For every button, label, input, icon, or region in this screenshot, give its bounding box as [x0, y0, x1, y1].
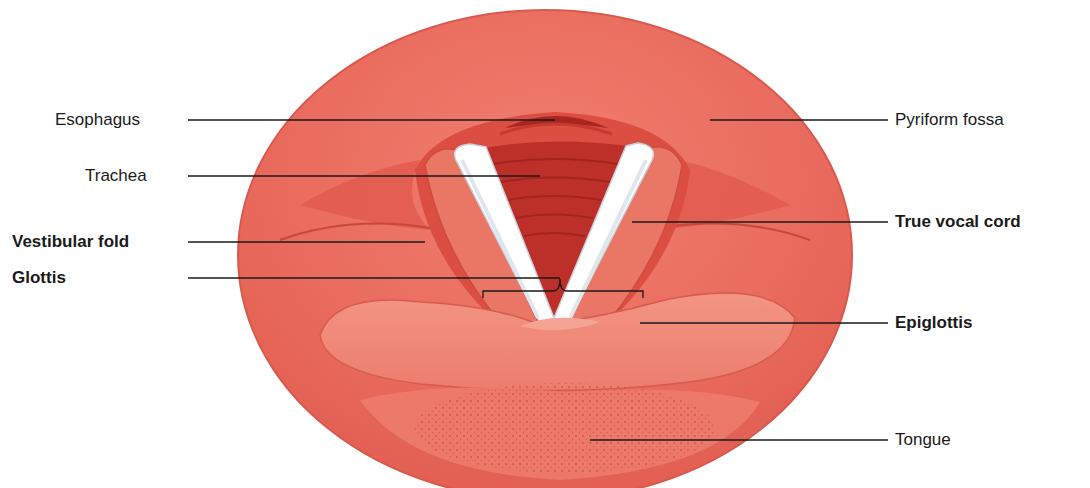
leader-line — [188, 175, 540, 176]
leader-line — [188, 277, 560, 278]
tracheal-ring — [516, 215, 593, 219]
epiglottis-tip — [520, 318, 600, 330]
tracheal-ring — [500, 178, 610, 183]
part-label: Glottis — [12, 267, 66, 289]
glottis-bracket — [483, 279, 643, 298]
vocal-cord-shade — [570, 160, 646, 318]
leader-line — [188, 119, 555, 120]
vocal-cord-shape — [455, 144, 554, 323]
leader-line — [710, 119, 888, 120]
esophagus-rim — [500, 124, 612, 134]
esophagus-opening — [505, 116, 608, 128]
part-label: Vestibular fold — [12, 231, 129, 253]
part-label: Trachea — [85, 165, 147, 187]
view-circle — [238, 10, 852, 488]
vocal-cord-shape — [554, 143, 653, 323]
laryngeal-inlet — [415, 112, 690, 330]
part-label: Pyriform fossa — [895, 109, 1004, 131]
vocal-cord-shade — [462, 160, 538, 318]
epiglottis-shape — [320, 293, 795, 390]
part-label: Tongue — [895, 429, 951, 451]
tracheal-ring — [524, 233, 585, 236]
fold-line — [280, 224, 430, 240]
leader-line — [590, 439, 888, 440]
part-label: True vocal cord — [895, 211, 1021, 233]
leader-line — [640, 322, 888, 323]
part-label: Esophagus — [55, 109, 140, 131]
leader-line — [632, 221, 888, 222]
pyriform-recess — [300, 160, 430, 230]
part-label: Epiglottis — [895, 312, 972, 334]
leader-line — [188, 241, 425, 242]
fold-line — [660, 224, 810, 240]
tracheal-ring — [492, 159, 618, 164]
tracheal-ring — [508, 196, 601, 200]
tongue-papillae — [415, 383, 715, 473]
